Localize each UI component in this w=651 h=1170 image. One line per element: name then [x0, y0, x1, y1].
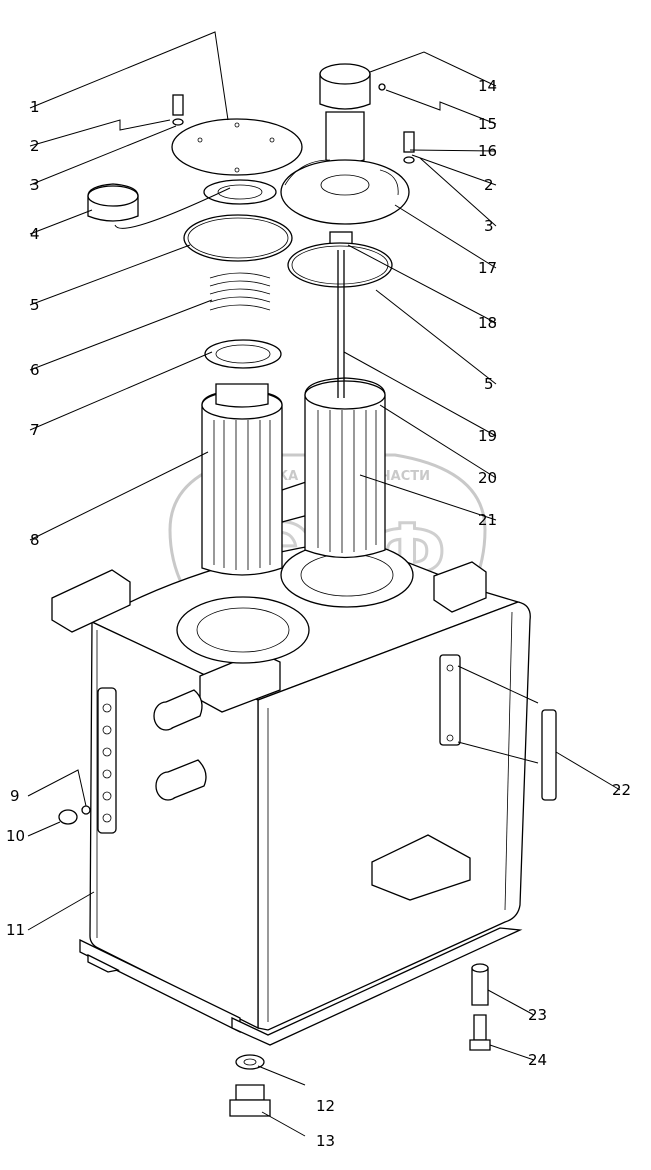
left-stack-parts [87, 94, 303, 369]
callout-12: 12 [316, 1097, 335, 1115]
callout-6: 6 [30, 361, 40, 379]
callout-24: 24 [528, 1051, 547, 1069]
callout-23: 23 [528, 1006, 547, 1024]
callout-3-right: 3 [484, 217, 494, 235]
callout-16: 16 [478, 142, 497, 160]
callout-1: 1 [30, 98, 40, 116]
right-stack-parts [280, 63, 415, 398]
callout-21: 21 [478, 511, 497, 529]
callout-14: 14 [478, 77, 497, 95]
callout-2-left: 2 [30, 137, 40, 155]
callout-7: 7 [30, 421, 40, 439]
callout-3-left: 3 [30, 176, 40, 194]
leader-lines [27, 31, 621, 1137]
callout-10: 10 [6, 827, 25, 845]
callout-20: 20 [478, 469, 497, 487]
callout-18: 18 [478, 314, 497, 332]
callout-15: 15 [478, 115, 497, 133]
callout-22: 22 [612, 781, 631, 799]
callout-17: 17 [478, 259, 497, 277]
filter-elements [201, 377, 386, 576]
callout-19: 19 [478, 427, 497, 445]
callout-2-right: 2 [484, 176, 494, 194]
callout-9: 9 [10, 787, 20, 805]
callout-5-right: 5 [484, 375, 494, 393]
callout-13: 13 [316, 1132, 335, 1150]
callout-5-left: 5 [30, 296, 40, 314]
bottom-fittings [58, 805, 491, 1117]
callout-8: 8 [30, 531, 40, 549]
hydraulic-tank [51, 479, 557, 1046]
callout-4: 4 [30, 225, 40, 243]
callout-11: 11 [6, 921, 25, 939]
callout-labels: 1 2 3 4 5 6 7 8 9 10 11 12 13 14 15 16 2… [6, 77, 631, 1150]
